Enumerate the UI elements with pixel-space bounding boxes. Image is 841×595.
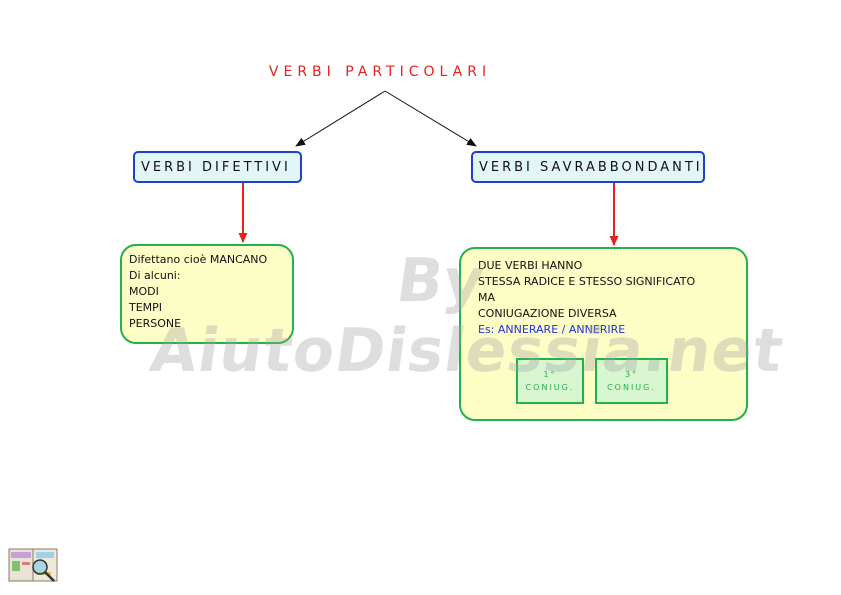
node-verbi-difettivi: VERBI DIFETTIVI [133,151,302,183]
node-difettivi-word: DIFETTIVI [202,159,291,175]
node-verbi-sovrabbondanti: VERBI SAVRABBONDANTI [471,151,705,183]
book-magnifier-logo-icon [8,548,58,582]
sovrabbondanti-line: CONIUGAZIONE DIVERSA [478,307,617,320]
edge-root-difettivi [295,90,386,147]
example-word-annerire: ANNERIRE [568,323,626,336]
difettivi-line: Di alcuni: [129,269,181,282]
difettivi-line: PERSONE [129,317,182,330]
conj-box-1: 1° CONIUG. [516,358,584,404]
difettivi-line: TEMPI [129,301,163,314]
example-prefix: Es: [478,323,498,336]
sovrabbondanti-line: STESSA RADICE E STESSO SIGNIFICATO [478,275,696,288]
conj-3-number: 3° [624,370,639,379]
node-sovrabbondanti-prefix: VERBI [479,159,541,175]
difettivi-line: MODI [129,285,159,298]
conj-1-number: 1° [543,370,557,379]
sovrabbondanti-line: DUE VERBI HANNO [478,259,583,272]
node-difettivi-prefix: VERBI [141,159,203,175]
conj-3-label: CONIUG. [607,383,656,392]
example-word-annerare: ANNERARE [497,323,559,336]
difettivi-line: Difettano cioè MANCANO [129,253,268,266]
example-line: Es: ANNERARE / ANNERIRE [478,322,746,338]
node-sovrabbondanti-word: SAVRABBONDANTI [540,159,703,175]
sovrabbondanti-line: MA [478,291,496,304]
difettivi-description-box: Difettano cioè MANCANO Di alcuni: MODI T… [120,244,294,344]
conj-box-3: 3° CONIUG. [595,358,668,404]
edge-root-sovrabbondanti [384,90,477,147]
conj-1-label: CONIUG. [525,383,575,392]
root-node-title: VERBI PARTICOLARI [268,64,492,80]
example-separator: / [558,323,569,336]
